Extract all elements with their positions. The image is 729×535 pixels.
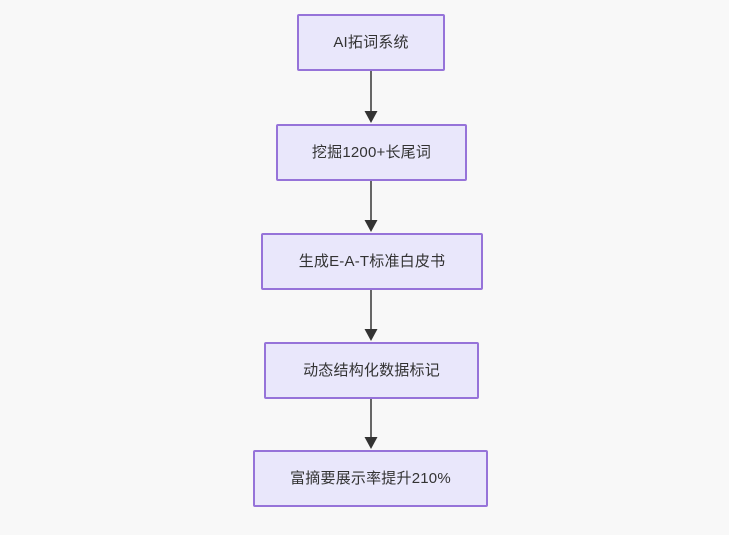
flow-node-label: 挖掘1200+长尾词: [311, 143, 432, 161]
flow-node-ai-keyword-system[interactable]: AI拓词系统: [297, 14, 445, 71]
flow-node-label: 动态结构化数据标记: [303, 361, 440, 379]
flow-edge-1-2: [359, 71, 383, 124]
flow-node-longtail-keywords[interactable]: 挖掘1200+长尾词: [276, 124, 467, 181]
flow-node-structured-data-markup[interactable]: 动态结构化数据标记: [264, 342, 479, 399]
flow-node-rich-snippet-result[interactable]: 富摘要展示率提升210%: [253, 450, 488, 507]
flow-node-eat-whitepaper[interactable]: 生成E-A-T标准白皮书: [261, 233, 483, 290]
flow-node-label: 生成E-A-T标准白皮书: [298, 252, 446, 270]
flow-edge-3-4: [359, 290, 383, 342]
flow-node-label: 富摘要展示率提升210%: [290, 469, 451, 487]
flow-edge-4-5: [359, 399, 383, 450]
flow-node-label: AI拓词系统: [333, 33, 409, 51]
flow-edge-2-3: [359, 181, 383, 233]
